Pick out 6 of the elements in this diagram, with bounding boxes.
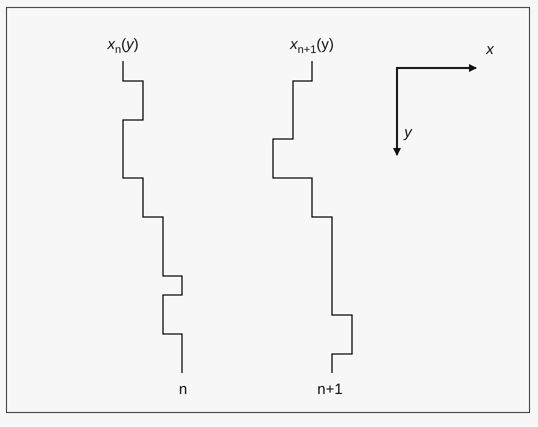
path-label: n — [178, 381, 188, 398]
path-label: n+1 — [317, 381, 343, 398]
axis-label: y — [404, 124, 412, 141]
curve-label: x$_{n}$(y) — [107, 36, 139, 58]
axis-label: x — [486, 41, 494, 58]
curve-label: x$_{n+1}$(y) — [290, 36, 334, 58]
